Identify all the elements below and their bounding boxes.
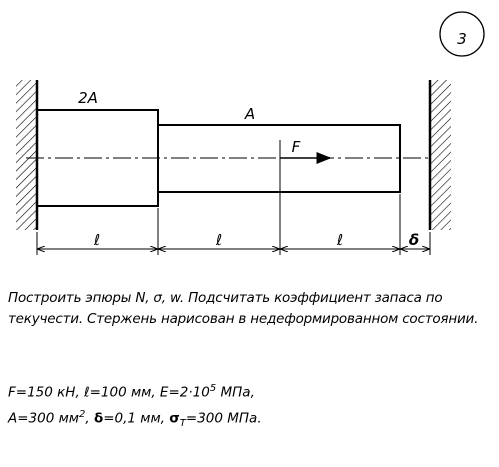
parameters: F=150 кН, ℓ=100 мм, E=2·105 МПа, A=300 м… — [8, 378, 492, 434]
length-label-3: ℓ — [336, 231, 343, 249]
gap-label: δ — [409, 231, 419, 249]
length-label-2: ℓ — [215, 231, 222, 249]
problem-number-badge: 3 — [439, 11, 485, 57]
force-label: F — [292, 138, 301, 156]
left-wall — [16, 80, 39, 230]
force-arrow — [279, 140, 332, 255]
length-label-1: ℓ — [93, 231, 100, 249]
delta-symbol: δ — [93, 410, 104, 426]
params-line-2: A=300 мм2, δ=0,1 мм, σT=300 МПа. — [8, 408, 262, 429]
task-text: Построить эпюры N, σ, w. Подсчитать коэф… — [8, 290, 479, 327]
problem-number: 3 — [457, 30, 467, 48]
right-wall — [428, 80, 451, 230]
dimension-lines — [36, 194, 431, 255]
sigma-symbol: σ — [169, 410, 180, 426]
bar-diagram: 3 2A A F ℓ ℓ ℓ δ — [16, 11, 485, 255]
params-line-1: F=150 кН, ℓ=100 мм, E=2·105 МПа, — [8, 383, 255, 401]
area-label-2a: 2A — [78, 89, 98, 107]
area-label-a: A — [244, 105, 255, 123]
